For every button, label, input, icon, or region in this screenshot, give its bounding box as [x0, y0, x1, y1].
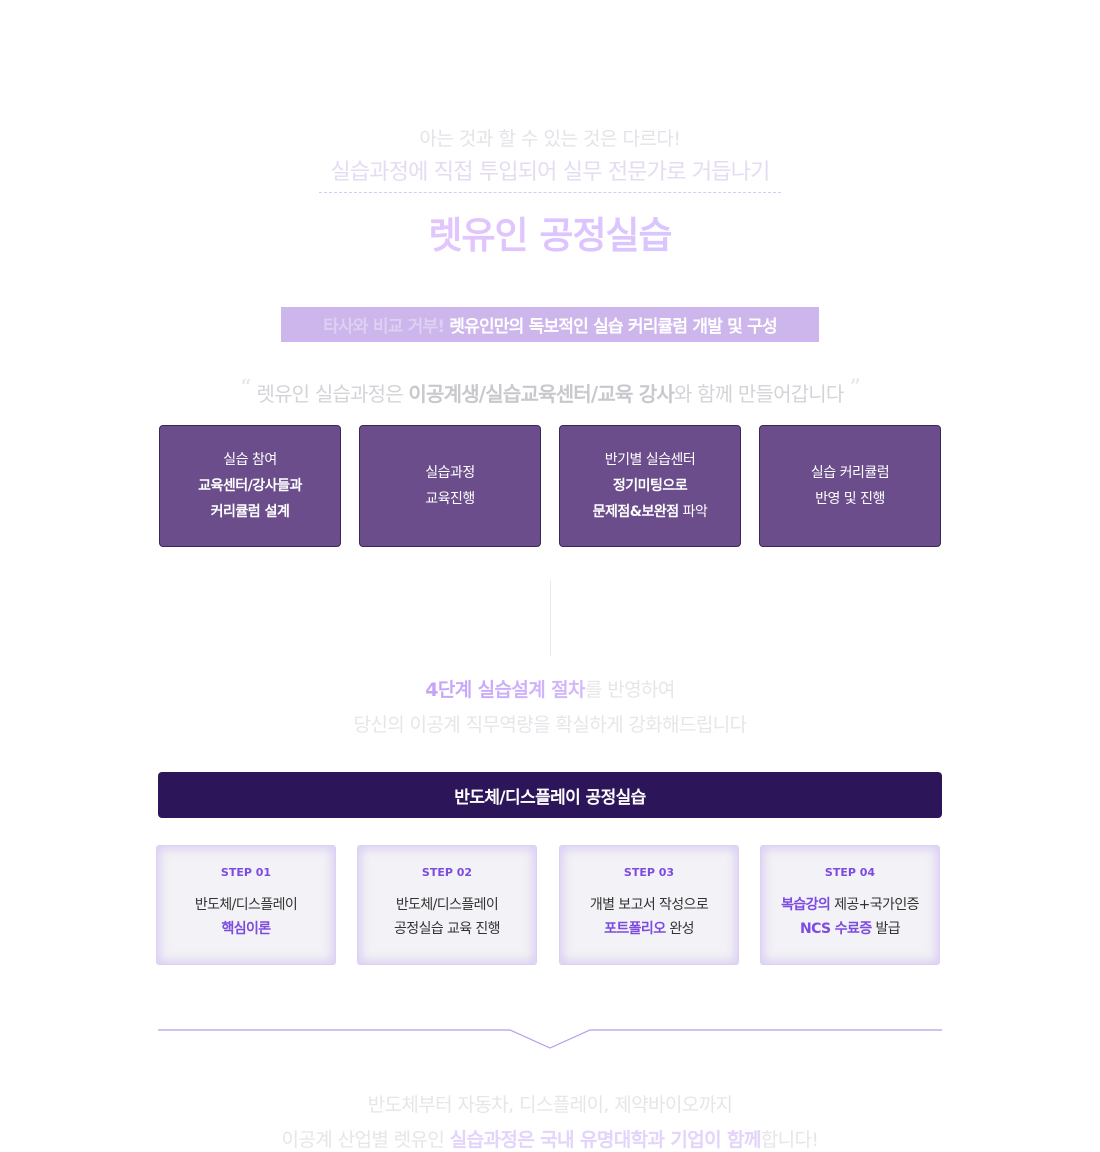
reflect-line-1: 4단계 실습설계 절차를 반영하여: [0, 673, 1100, 708]
step-highlight: NCS 수료증: [799, 921, 872, 937]
banner-strong-text: 렛유인만의 독보적인 실습 커리큘럼 개발 및 구성: [449, 317, 777, 337]
step-card-1: STEP 01 반도체/디스플레이 핵심이론: [156, 845, 336, 965]
process-box-line: 커리큘럼 설계: [210, 504, 290, 520]
footer-emphasis: 실습과정은 국내 유명대학과 기업이 함께: [449, 1129, 762, 1151]
step-line: 반도체/디스플레이: [194, 897, 298, 913]
course-title-bar: 반도체/디스플레이 공정실습: [158, 772, 942, 818]
step-highlight: 핵심이론: [221, 921, 271, 937]
step-label: STEP 03: [623, 866, 675, 879]
process-box-line: 실습 참여: [223, 452, 277, 468]
process-box-3: 반기별 실습센터 정기미팅으로 문제점&보완점 파악: [559, 425, 741, 547]
step-card-3: STEP 03 개별 보고서 작성으로 포트폴리오 완성: [559, 845, 739, 965]
close-quote-icon: ”: [849, 376, 861, 401]
open-quote-icon: “: [240, 376, 251, 401]
step-line: 포트폴리오 완성: [560, 917, 738, 941]
reflect-emphasis: 4단계 실습설계 절차: [425, 679, 585, 701]
step-label: STEP 02: [421, 866, 473, 879]
step-label: STEP 04: [824, 866, 876, 879]
step-line: 개별 보고서 작성으로: [589, 897, 709, 913]
step-label: STEP 01: [220, 866, 272, 879]
notch-divider: [158, 1029, 942, 1049]
step-rest: 완성: [665, 921, 694, 937]
process-box-rest: 파악: [678, 504, 708, 520]
step-text: 복습강의 제공+국가인증 NCS 수료증 발급: [761, 893, 939, 941]
quote-suffix: 와 함께 만들어갑니다: [673, 382, 844, 406]
footer-line-1: 반도체부터 자동차, 디스플레이, 제약바이오까지: [367, 1094, 733, 1116]
step-line: NCS 수료증 발급: [761, 917, 939, 941]
process-box-strong: 문제점&보완점: [592, 504, 680, 520]
step-text: 반도체/디스플레이 핵심이론: [157, 893, 335, 941]
hero-tagline: 아는 것과 할 수 있는 것은 다르다!: [419, 128, 681, 150]
footer-line-2: 이공계 산업별 렛유인 실습과정은 국내 유명대학과 기업이 함께합니다!: [0, 1123, 1100, 1152]
curriculum-banner: 타사와 비교 거부! 렛유인만의 독보적인 실습 커리큘럼 개발 및 구성: [281, 307, 819, 342]
step-card-4: STEP 04 복습강의 제공+국가인증 NCS 수료증 발급: [760, 845, 940, 965]
process-box-1: 실습 참여 교육센터/강사들과 커리큘럼 설계: [159, 425, 341, 547]
step-line: 반도체/디스플레이: [395, 897, 499, 913]
hero-title: 렛유인 공정실습: [0, 205, 1100, 259]
step-text: 반도체/디스플레이 공정실습 교육 진행: [358, 893, 536, 941]
process-box-line: 반기별 실습센터: [604, 452, 696, 468]
step-line: 공정실습 교육 진행: [358, 917, 536, 941]
process-box-2: 실습과정 교육진행: [359, 425, 541, 547]
process-box-line: 정기미팅으로: [612, 478, 688, 494]
process-box-line: 실습 커리큘럼: [810, 465, 890, 481]
banner-faint-text: 타사와 비교 거부!: [323, 317, 445, 337]
step-rest: 제공+국가인증: [830, 897, 919, 913]
process-box-4: 실습 커리큘럼 반영 및 진행: [759, 425, 941, 547]
reflect-text: 4단계 실습설계 절차를 반영하여 당신의 이공계 직무역량을 확실하게 강화해…: [0, 673, 1100, 743]
process-box-line: 반영 및 진행: [815, 491, 885, 507]
footer-prefix: 이공계 산업별 렛유인: [281, 1129, 450, 1151]
process-box-line: 교육진행: [425, 491, 475, 507]
hero-subtitle: 실습과정에 직접 투입되어 실무 전문가로 거듭나기: [319, 154, 781, 193]
footer-suffix: 합니다!: [760, 1129, 819, 1151]
reflect-line-2: 당신의 이공계 직무역량을 확실하게 강화해드립니다: [353, 714, 747, 736]
quote-emphasis: 이공계생/실습교육센터/교육 강사: [408, 382, 674, 406]
process-box-line: 문제점&보완점 파악: [593, 499, 708, 525]
step-highlight: 포트폴리오: [604, 921, 666, 937]
quote-prefix: 렛유인 실습과정은: [256, 382, 409, 406]
step-card-2: STEP 02 반도체/디스플레이 공정실습 교육 진행: [357, 845, 537, 965]
step-rest: 발급: [871, 921, 901, 937]
step-text: 개별 보고서 작성으로 포트폴리오 완성: [560, 893, 738, 941]
reflect-rest: 를 반영하여: [584, 679, 675, 701]
footer-text: 반도체부터 자동차, 디스플레이, 제약바이오까지 이공계 산업별 렛유인 실습…: [0, 1088, 1100, 1152]
step-rest: 공정실습 교육 진행: [394, 921, 501, 937]
step-highlight: 복습강의: [781, 897, 831, 913]
process-box-line: 교육센터/강사들과: [198, 478, 302, 494]
quote-line: “렛유인 실습과정은 이공계생/실습교육센터/교육 강사와 함께 만들어갑니다”: [0, 376, 1100, 407]
process-box-line: 실습과정: [425, 465, 475, 481]
step-line: 핵심이론: [157, 917, 335, 941]
connector-line: [550, 580, 551, 656]
step-line: 복습강의 제공+국가인증: [761, 893, 939, 917]
